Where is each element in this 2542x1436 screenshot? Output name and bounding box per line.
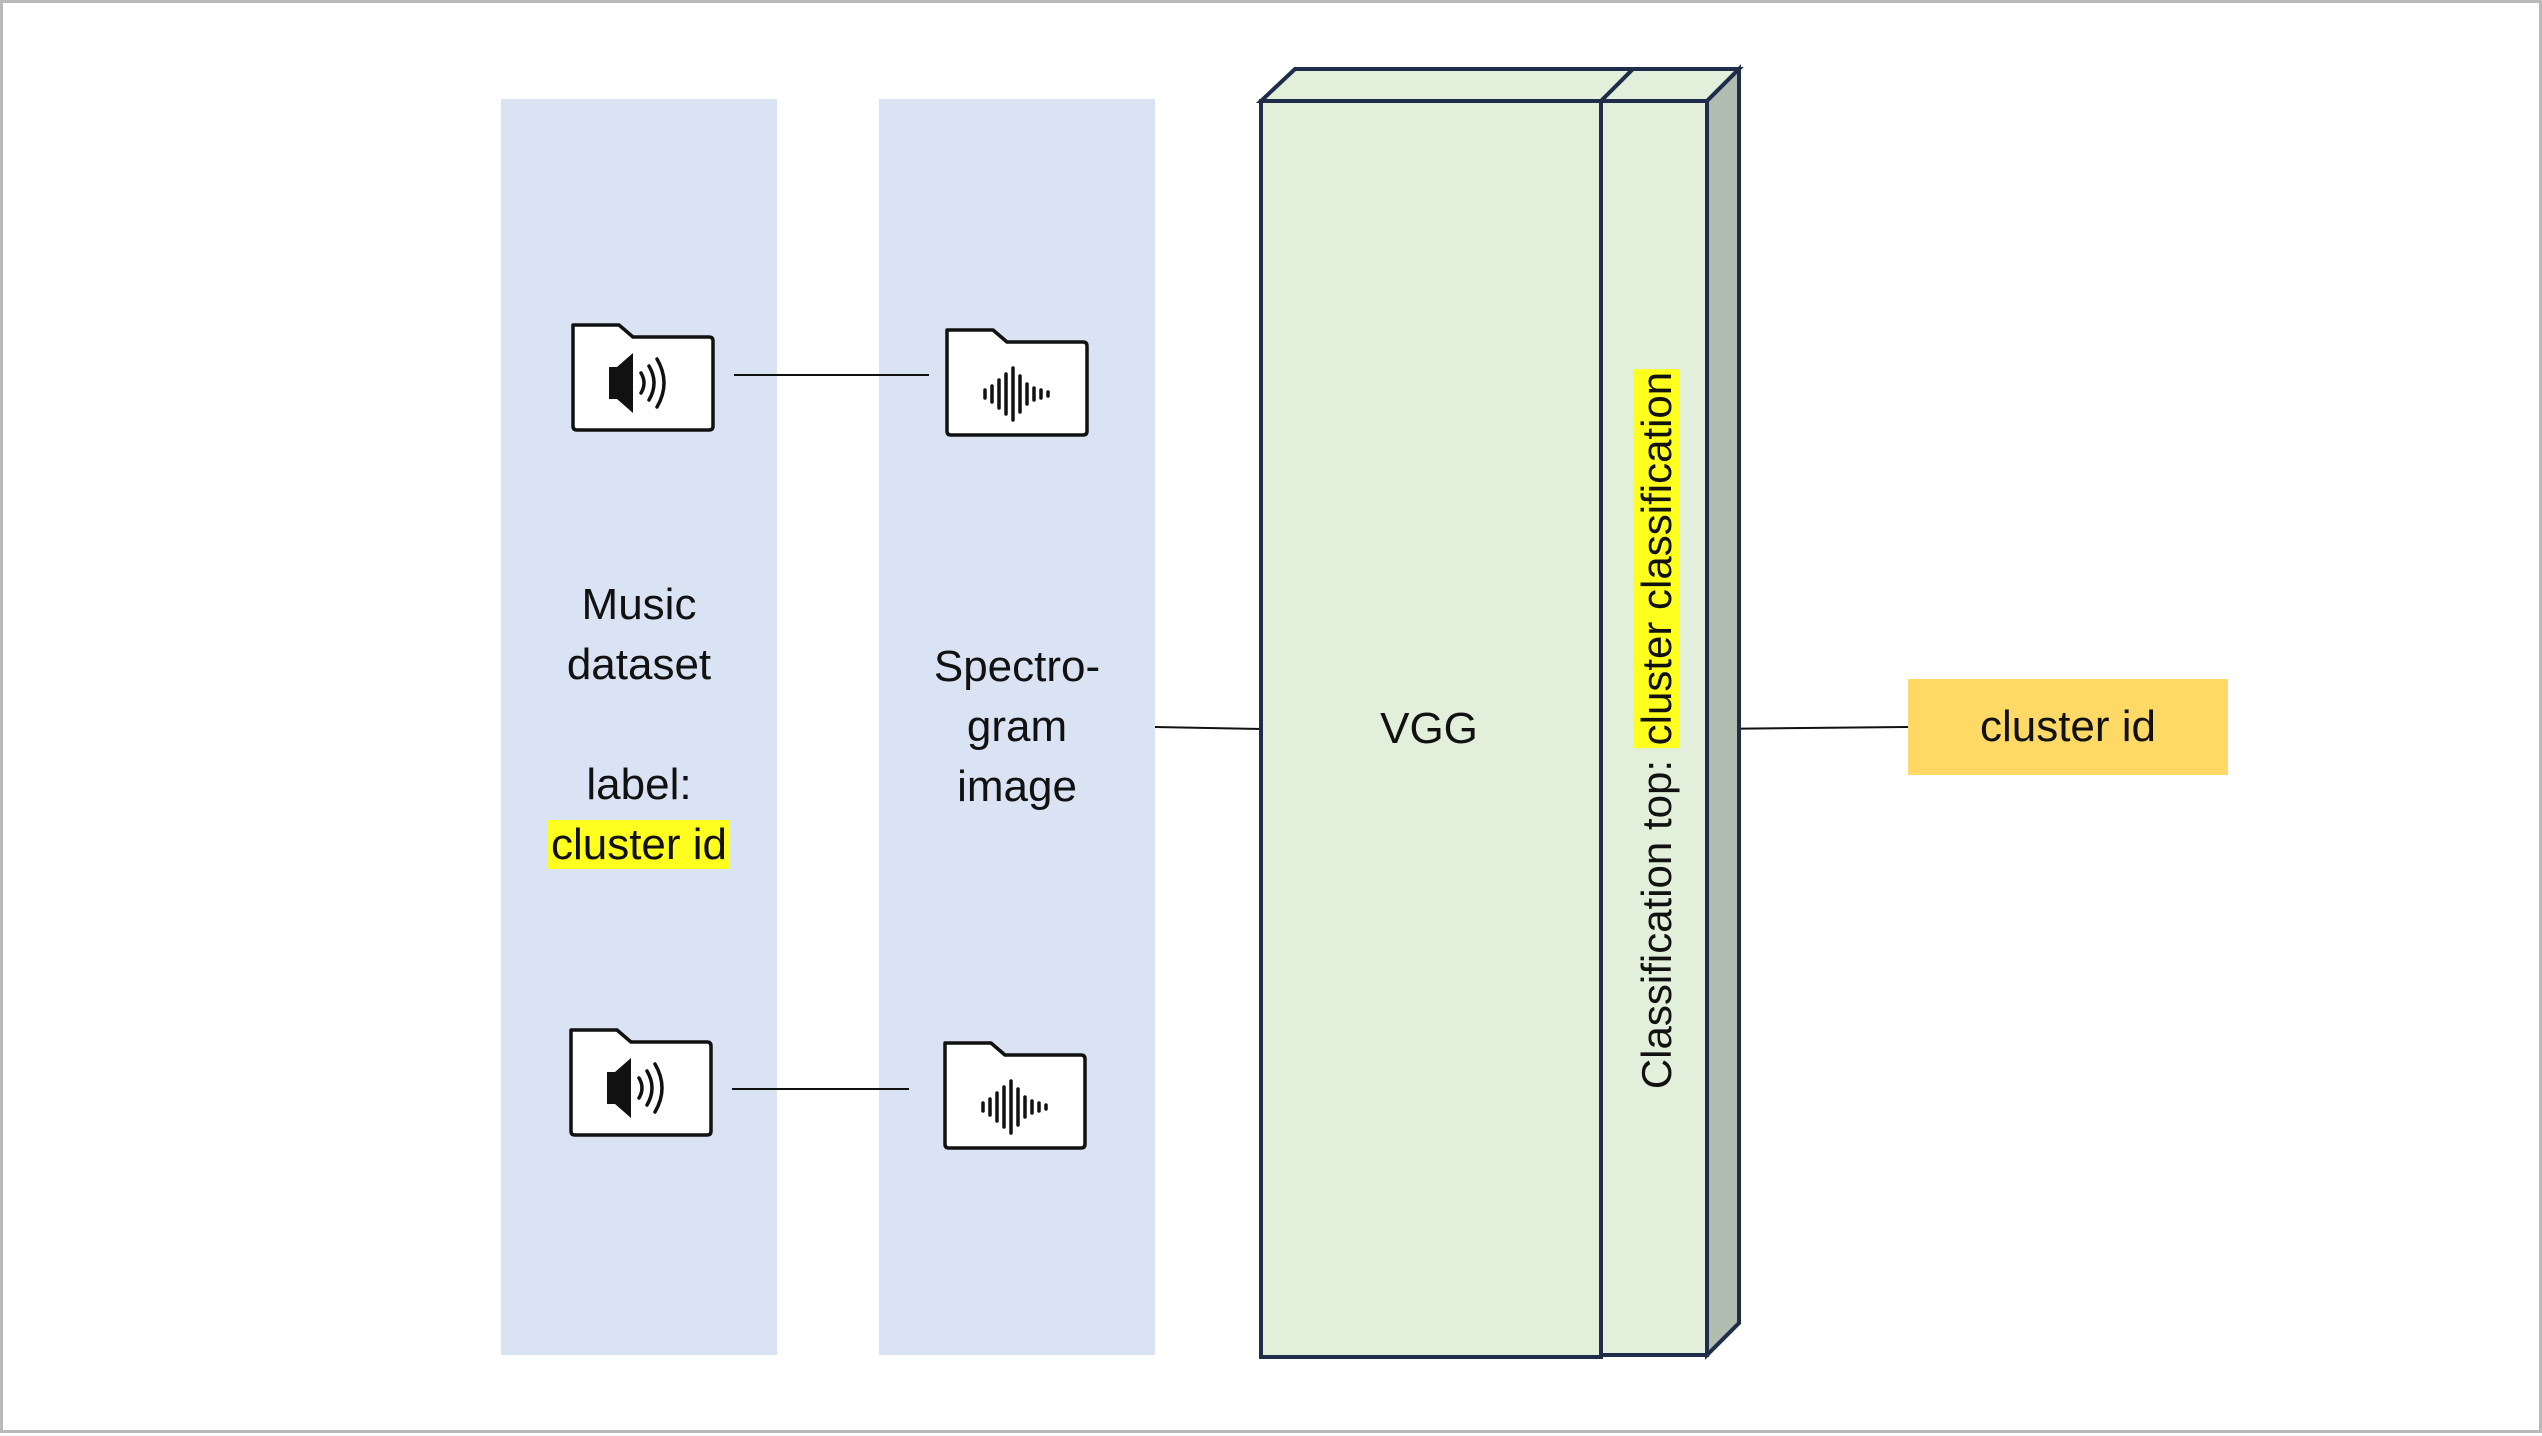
music-dataset-title-line1: Music [581,580,697,629]
classification-top-prefix: Classification top: [1633,748,1680,1090]
connector-spectrogram-to-vgg [1154,726,1262,730]
music-dataset-label: Music dataset label: cluster id [501,575,777,875]
spectrogram-line3: image [957,762,1077,811]
output-cluster-id-box: cluster id [1908,679,2228,775]
vgg-block-top-face [1255,67,1638,103]
vgg-label: VGG [1380,704,1478,753]
spectrogram-line1: Spectro- [933,642,1101,691]
audio-folder-icon [569,1028,713,1137]
label-spacer [501,695,777,755]
music-dataset-title-line2: dataset [566,640,712,689]
vgg-block [1255,67,1638,1359]
classification-top-block [1596,64,1744,1360]
classification-side-face [1705,64,1741,1360]
waveform-folder-icon [945,328,1089,437]
vgg-block-front [1259,99,1603,1359]
spectrogram-line2: gram [966,702,1068,751]
diagram-graphics [501,64,1909,1360]
waveform-folder-icon [943,1041,1087,1150]
label-value-row: cluster id [501,815,777,875]
classification-top-highlight: cluster classification [1633,368,1680,749]
spectrogram-label: Spectro- gram image [879,637,1155,817]
label-prefix: label: [586,760,692,809]
classification-top-label: Classification top: cluster classificati… [1628,368,1686,1090]
music-dataset-column [501,99,777,1355]
label-value-highlight: cluster id [547,820,731,869]
audio-folder-icon [571,323,715,432]
output-cluster-id-label: cluster id [1979,702,2157,751]
